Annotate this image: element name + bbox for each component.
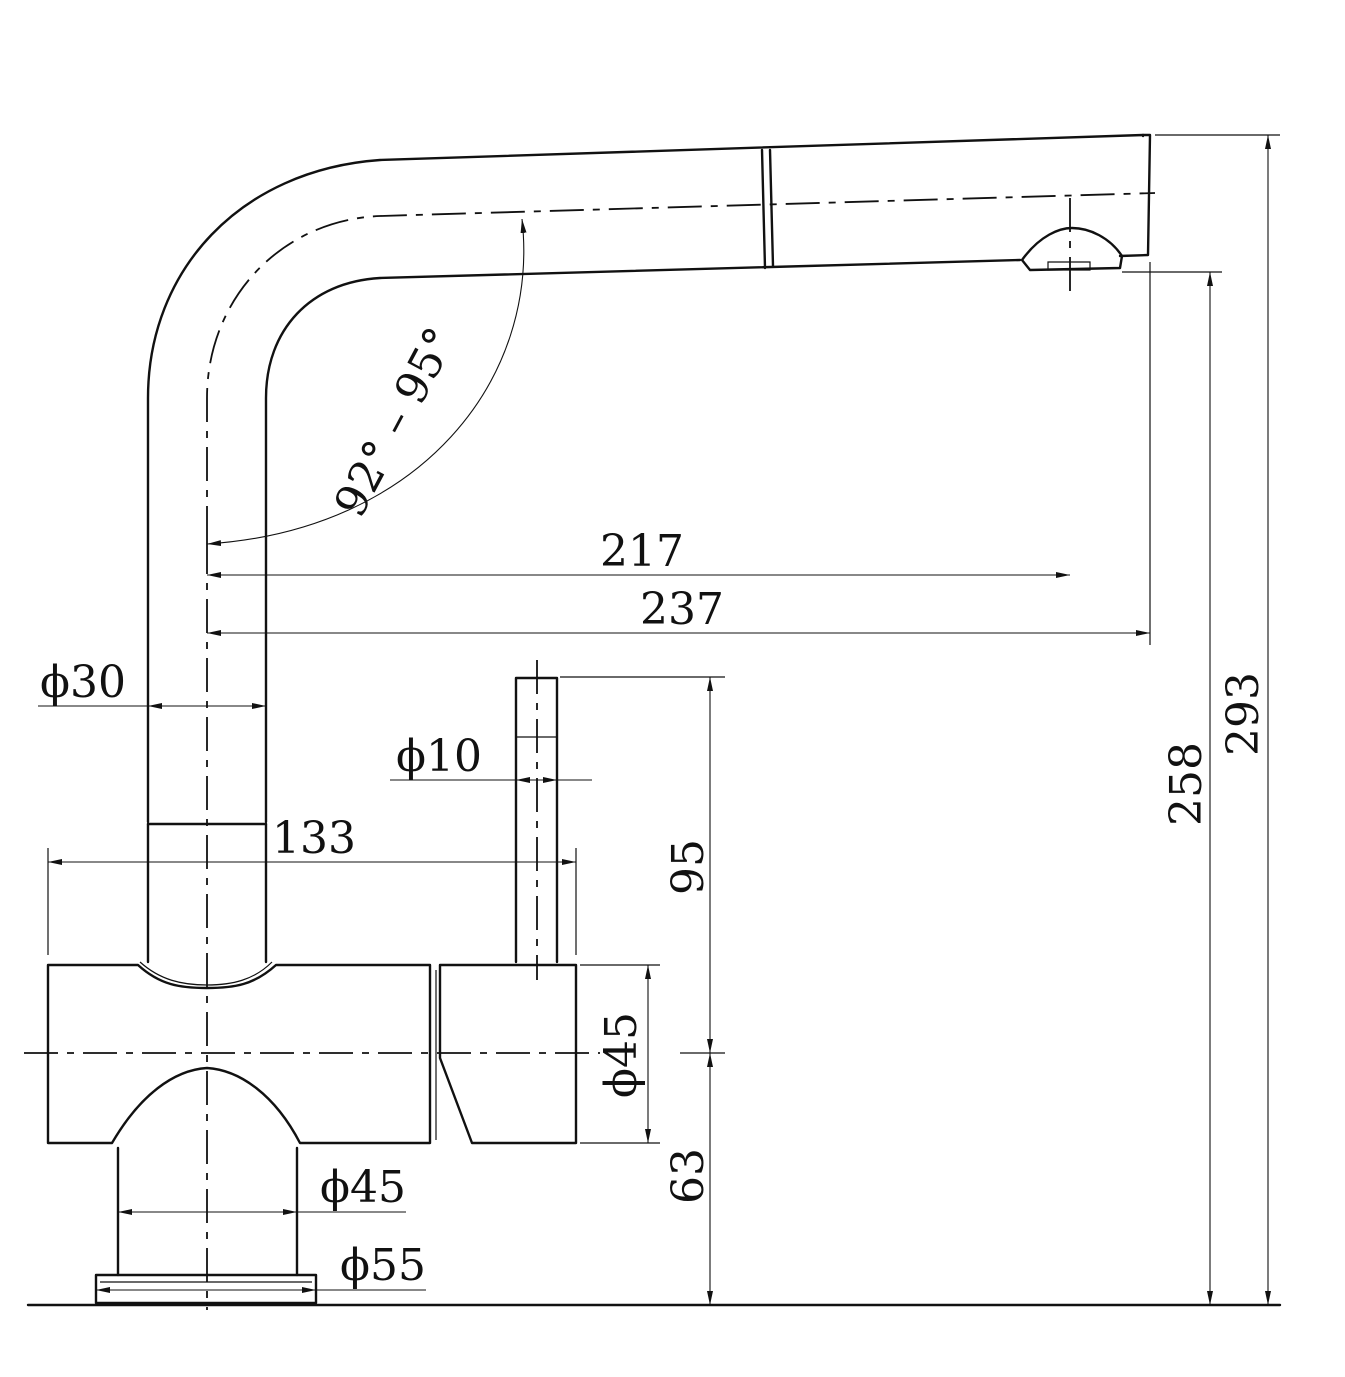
- spout-joint-line: [760, 148, 767, 270]
- dim-phi45-base-label: ϕ45: [320, 1162, 406, 1213]
- aerator: [1020, 226, 1124, 272]
- dim-237-label: 237: [640, 584, 724, 635]
- angle-dimension: 92° – 95°: [206, 218, 527, 547]
- dim-phi45-body-label: ϕ45: [596, 1012, 647, 1098]
- dim-258: 258: [1122, 271, 1222, 1305]
- housing-slant: [439, 1057, 473, 1144]
- dim-237: 237: [207, 262, 1151, 645]
- dim-293: 293: [1155, 134, 1280, 1305]
- dim-63-label: 63: [663, 1148, 714, 1204]
- dim-phi55-label: ϕ55: [340, 1240, 426, 1291]
- dim-293-label: 293: [1218, 672, 1269, 756]
- dim-95-label: 95: [663, 839, 714, 895]
- aerator-detail: [1047, 261, 1091, 271]
- dim-95: 95: [663, 677, 714, 1053]
- dim-95-63-extensions: [560, 676, 725, 1144]
- dim-63: 63: [663, 1053, 714, 1305]
- dim-phi10: ϕ10: [390, 731, 592, 783]
- dim-phi30-label: ϕ30: [40, 657, 126, 708]
- dim-217-label: 217: [600, 526, 684, 577]
- dim-phi45-base: ϕ45: [118, 1162, 406, 1215]
- angle-arc: [206, 218, 527, 547]
- dim-phi45-body: ϕ45: [596, 965, 651, 1143]
- spout-tip: [1118, 133, 1152, 258]
- dim-258-label: 258: [1161, 742, 1212, 826]
- dim-133: 133: [47, 813, 577, 955]
- dim-phi30: ϕ30: [38, 657, 266, 709]
- lever-housing: [438, 963, 578, 1145]
- spout-joint-line-2: [768, 148, 775, 268]
- dim-133-label: 133: [272, 813, 356, 864]
- base-flange: [94, 1273, 318, 1305]
- faucet-outline: [26, 133, 1282, 1307]
- dim-217: 217: [207, 526, 1070, 578]
- main-body: [46, 963, 432, 1145]
- dim-phi55: ϕ55: [96, 1240, 426, 1293]
- angle-label: 92° – 95°: [325, 319, 467, 525]
- dim-phi10-label: ϕ10: [396, 731, 482, 782]
- spout-outer-edge: [146, 133, 1145, 824]
